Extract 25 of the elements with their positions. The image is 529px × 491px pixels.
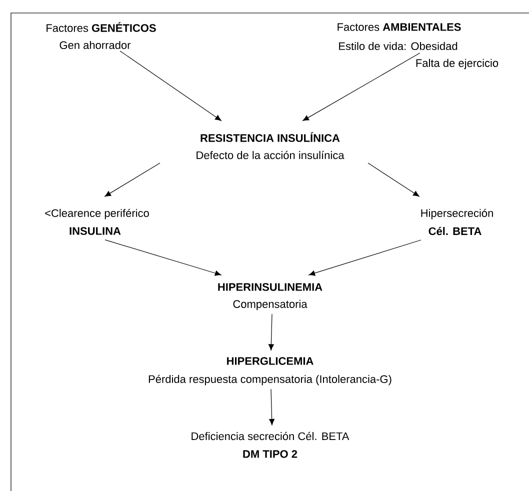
arrow bbox=[302, 52, 420, 121]
label-text: Compensatoria bbox=[233, 300, 308, 310]
label-text: <Clearence periférico bbox=[45, 208, 149, 220]
arrow bbox=[268, 314, 274, 350]
label-text: Pérdida respuesta compensatoria (Intolerancia-G) bbox=[148, 374, 392, 386]
label-text: Estilo de vida: Obesidad bbox=[339, 42, 458, 50]
arrow bbox=[104, 162, 160, 197]
label-text: Cél. BETA bbox=[428, 226, 482, 236]
label-text: INSULINA bbox=[70, 227, 121, 235]
label-text: Hipersecreción bbox=[421, 208, 493, 220]
label-text: DM TIPO 2 bbox=[243, 450, 298, 458]
label-text: Falta de ejercicio bbox=[416, 58, 498, 70]
label-text: HIPERINSULINEMIA bbox=[218, 283, 322, 291]
arrow bbox=[368, 162, 420, 197]
arrow bbox=[104, 240, 222, 276]
label-text: Defecto de la acción insulínica bbox=[196, 150, 344, 160]
label-text: RESISTENCIA INSULÍNICA bbox=[200, 132, 340, 142]
label-text: HIPERGLICEMIA bbox=[227, 357, 314, 365]
arrow bbox=[120, 50, 222, 121]
arrow bbox=[308, 240, 422, 276]
label-text: Factores GENÉTICOS bbox=[46, 22, 156, 32]
label-text: Gen ahorrador bbox=[60, 40, 131, 50]
label-text: Factores AMBIENTALES bbox=[338, 23, 461, 31]
arrow bbox=[269, 388, 275, 426]
label-text: Deficiencia secreción Cél. BETA bbox=[192, 432, 350, 440]
